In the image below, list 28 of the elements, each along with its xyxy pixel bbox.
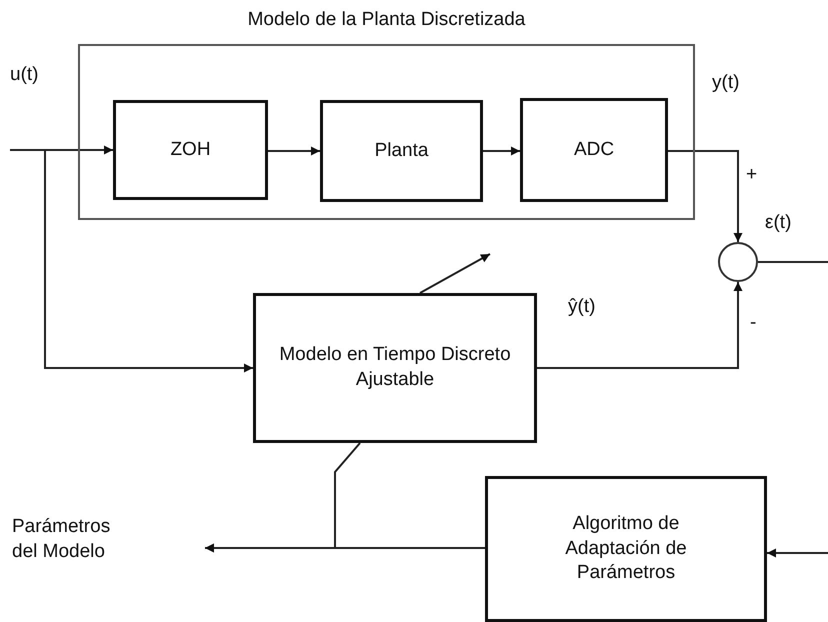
block-label: ZOH bbox=[170, 138, 211, 162]
process-box bbox=[520, 98, 668, 202]
block-label: Modelo en Tiempo Discreto Ajustable bbox=[278, 343, 512, 392]
output-label: Parámetros del Modelo bbox=[12, 515, 112, 564]
block-label: Planta bbox=[374, 138, 428, 163]
process-box bbox=[320, 100, 483, 202]
arrow bbox=[10, 149, 253, 372]
summing-junction bbox=[718, 242, 758, 282]
signal-label: - bbox=[750, 312, 756, 334]
signal-label: ε(t) bbox=[765, 212, 792, 234]
arrow bbox=[668, 150, 742, 242]
arrow bbox=[483, 146, 520, 156]
process-box bbox=[253, 293, 537, 443]
arrow bbox=[420, 253, 490, 294]
process-box bbox=[113, 100, 268, 200]
block-label: ADC bbox=[574, 138, 614, 162]
arrow bbox=[537, 282, 742, 369]
subsystem-heading: Modelo de la Planta Discretizada bbox=[246, 8, 526, 32]
arrow bbox=[767, 548, 828, 558]
signal-label: y(t) bbox=[712, 72, 740, 94]
arrow bbox=[268, 146, 320, 156]
signal-label: ŷ(t) bbox=[568, 296, 596, 318]
signal-label: u(t) bbox=[10, 64, 38, 86]
signal-label: + bbox=[746, 164, 758, 186]
arrow bbox=[205, 442, 361, 552]
signal-line bbox=[758, 261, 828, 263]
block-label: Algoritmo de Adaptación de Parámetros bbox=[564, 512, 688, 586]
process-box bbox=[485, 476, 767, 622]
